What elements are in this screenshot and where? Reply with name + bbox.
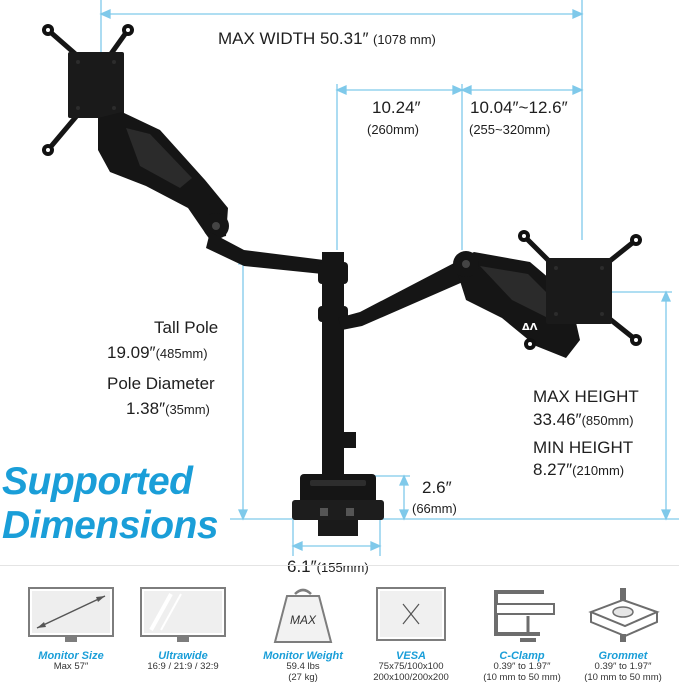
feature-name: Monitor Weight [263, 650, 343, 662]
arm1-mm: (260mm) [367, 122, 420, 137]
feature-name: C-Clamp [499, 650, 545, 662]
tall-pole-inches: 19.09″ [107, 343, 156, 362]
left-lower-arm [206, 232, 342, 276]
feature-vesa: VESA 75x75/100x100 200x100/200x200 [356, 586, 466, 684]
max-width-value: MAX WIDTH 50.31″ [218, 29, 369, 48]
feature-detail: 75x75/100x100 [378, 661, 444, 672]
pole-diameter-mm: (35mm) [165, 402, 210, 417]
feature-ultrawide: Ultrawide 16:9 / 21:9 / 32:9 [128, 586, 238, 673]
base-width-inches: 6.1″ [287, 557, 317, 576]
min-height-label: MIN HEIGHT [533, 438, 634, 457]
max-width-label: MAX WIDTH 50.31″ (1078 mm) [218, 29, 436, 49]
max-width-mm: (1078 mm) [373, 32, 436, 47]
tall-pole-value: 19.09″(485mm) [107, 343, 208, 363]
min-height-value: 8.27″(210mm) [533, 460, 624, 480]
feature-name: Grommet [598, 650, 648, 662]
arm2-mm: (255~320mm) [469, 122, 551, 137]
base-width-mm: (155mm) [316, 560, 369, 575]
max-height-inches: 33.46″ [533, 410, 582, 429]
feature-name: Monitor Size [38, 650, 104, 662]
feature-c-clamp: C-Clamp 0.39″ to 1.97″ (10 mm to 50 mm) [467, 586, 577, 684]
pole [322, 252, 344, 474]
base-height-inches: 2.6″ [422, 478, 452, 497]
brand-mark: ΔΛ [522, 322, 538, 333]
feature-grommet: Grommet 0.39″ to 1.97″ (10 mm to 50 mm) [568, 586, 678, 684]
max-height-mm: (850mm) [581, 413, 634, 428]
ultrawide-monitor-icon [140, 587, 226, 642]
feature-detail: 59.4 lbs [286, 661, 320, 672]
vesa-pattern-icon [376, 587, 446, 641]
feature-detail-2: (10 mm to 50 mm) [584, 671, 662, 683]
divider [0, 565, 679, 566]
monitor-arm-illustration: ΔΛ [42, 0, 679, 556]
weight-icon: MAX [273, 588, 333, 643]
arm1-inches: 10.24″ [372, 98, 421, 117]
feature-monitor-size: Monitor Size Max 57″ [16, 586, 126, 673]
max-height-value: 33.46″(850mm) [533, 410, 634, 430]
pole-diameter-inches: 1.38″ [126, 399, 166, 418]
monitor-size-icon [28, 587, 114, 642]
clamp-base [300, 474, 376, 504]
feature-monitor-weight: MAX Monitor Weight 59.4 lbs (27 kg) [248, 586, 358, 684]
feature-detail: Max 57″ [53, 661, 89, 672]
tall-pole-mm: (485mm) [155, 346, 208, 361]
feature-detail-2: (27 kg) [288, 671, 318, 683]
base-width-value: 6.1″(155mm) [287, 557, 369, 577]
right-lower-arm [338, 262, 472, 330]
feature-detail-2: (10 mm to 50 mm) [483, 671, 561, 683]
grommet-icon [588, 588, 660, 642]
c-clamp-icon [494, 590, 555, 642]
feature-name: Ultrawide [158, 650, 208, 662]
max-height-label: MAX HEIGHT [533, 387, 639, 406]
headline-line1: Supported [2, 460, 193, 503]
feature-detail: 0.39″ to 1.97″ [594, 661, 652, 672]
feature-detail: 0.39″ to 1.97″ [493, 661, 551, 672]
pole-diameter-value: 1.38″(35mm) [126, 399, 210, 419]
arm2-inches: 10.04″~12.6″ [470, 98, 568, 117]
feature-name: VESA [396, 650, 426, 662]
tall-pole-label: Tall Pole [154, 318, 219, 337]
min-height-mm: (210mm) [572, 463, 625, 478]
feature-detail: 16:9 / 21:9 / 32:9 [147, 661, 219, 672]
base-height-mm: (66mm) [412, 501, 457, 516]
min-height-inches: 8.27″ [533, 460, 573, 479]
svg-text:MAX: MAX [290, 613, 317, 627]
pole-diameter-label: Pole Diameter [107, 374, 215, 393]
feature-detail-2: 200x100/200x200 [373, 671, 449, 683]
headline-line2: Dimensions [2, 504, 219, 547]
